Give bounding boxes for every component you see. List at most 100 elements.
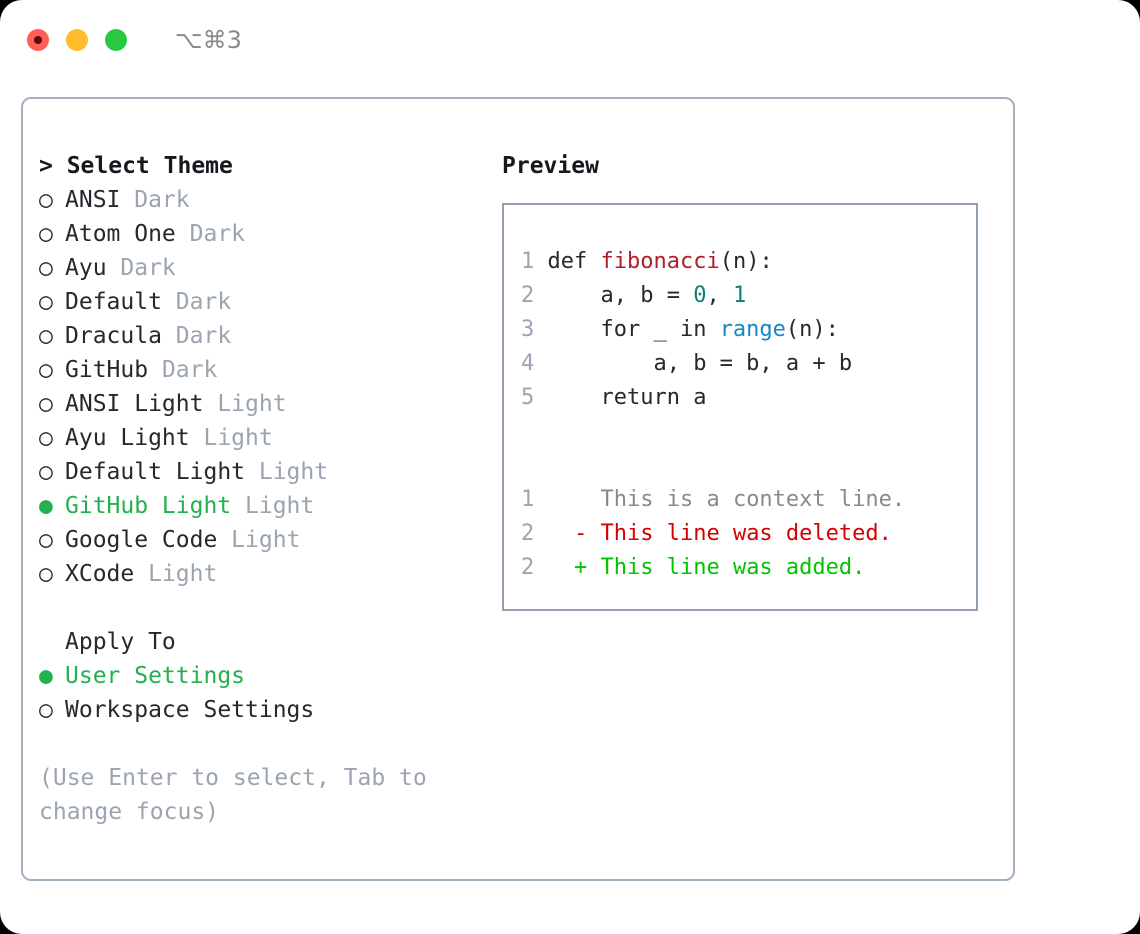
- minimize-button[interactable]: [66, 29, 88, 51]
- code-token-fn: fibonacci: [600, 249, 720, 274]
- code-line: 2 a, b = 0, 1: [521, 279, 905, 313]
- preview-title: Preview: [502, 153, 599, 179]
- code-gutter-space: [534, 351, 547, 376]
- radio-empty-icon: ○: [39, 425, 53, 451]
- diff-text: This is a context line.: [587, 487, 906, 512]
- theme-option-ansi-light[interactable]: ○ ANSI Light Light: [39, 387, 499, 421]
- code-token-plain: (n):: [785, 317, 839, 342]
- theme-option-xcode[interactable]: ○ XCode Light: [39, 557, 499, 591]
- code-token-num: 1: [732, 283, 747, 308]
- theme-option-label: Default: [65, 289, 162, 315]
- diff-text: This line was added.: [587, 555, 866, 580]
- line-number: 2: [521, 283, 535, 308]
- radio-empty-icon: ○: [39, 323, 53, 349]
- close-button[interactable]: [27, 29, 49, 51]
- radio-empty-icon: ○: [39, 561, 53, 587]
- radio-empty-icon: ○: [39, 391, 53, 417]
- diff-marker: [574, 487, 587, 512]
- code-token-plain: a, b = b, a + b: [547, 351, 853, 376]
- code-token-builtin: range: [719, 317, 786, 342]
- radio-empty-icon: ○: [39, 697, 53, 723]
- theme-option-google-code[interactable]: ○Google Code Light: [39, 523, 499, 557]
- theme-option-kind: Dark: [148, 357, 218, 383]
- theme-option-label: Ayu: [65, 255, 107, 281]
- theme-option-kind: Dark: [175, 221, 246, 247]
- theme-option-label: Dracula: [65, 323, 162, 349]
- radio-filled-icon: ●: [39, 663, 53, 689]
- radio-empty-icon: ○: [39, 459, 53, 485]
- diff-line-add: 2 + This line was added.: [521, 551, 905, 585]
- theme-option-label: GitHub Light: [65, 493, 232, 519]
- apply-to-list: ● User Settings ○ Workspace Settings: [39, 659, 499, 727]
- line-number: 2: [521, 555, 535, 580]
- theme-option-kind: Light: [134, 561, 218, 587]
- code-line: 5 return a: [521, 381, 905, 415]
- code-blank-line: [521, 449, 905, 483]
- code-token-plain: for _ in: [547, 317, 720, 342]
- theme-option-default[interactable]: ○Default Dark: [39, 285, 499, 319]
- theme-option-label: ANSI Light: [65, 391, 204, 417]
- diff-marker: +: [574, 555, 588, 580]
- line-number: 5: [521, 385, 535, 410]
- line-number: 1: [521, 487, 535, 512]
- theme-option-kind: Light: [217, 527, 301, 553]
- theme-option-label: XCode: [65, 561, 135, 587]
- radio-empty-icon: ○: [39, 255, 53, 281]
- code-gutter-space: [534, 317, 547, 342]
- code-token-plain: def: [547, 249, 601, 274]
- theme-picker-column: > Select Theme ○ANSI Dark○Atom One Dark○…: [39, 149, 499, 829]
- theme-option-label: Atom One: [65, 221, 176, 247]
- code-token-plain: a, b =: [547, 283, 694, 308]
- code-line: 4 a, b = b, a + b: [521, 347, 905, 381]
- apply-to-header: Apply To: [65, 629, 176, 655]
- apply-to-option-user-settings[interactable]: ● User Settings: [39, 659, 499, 693]
- theme-option-kind: Light: [189, 425, 273, 451]
- theme-option-github-light[interactable]: ●GitHub Light Light: [39, 489, 499, 523]
- code-token-num: 0: [693, 283, 707, 308]
- maximize-button[interactable]: [105, 29, 127, 51]
- theme-option-default-light[interactable]: ○Default Light Light: [39, 455, 499, 489]
- theme-list: ○ANSI Dark○Atom One Dark○Ayu Dark○Defaul…: [39, 183, 499, 591]
- theme-option-kind: Dark: [106, 255, 176, 281]
- theme-option-label: GitHub: [65, 357, 149, 383]
- diff-gutter-space: [534, 521, 574, 546]
- radio-empty-icon: ○: [39, 187, 53, 213]
- diff-gutter-space: [534, 487, 574, 512]
- radio-empty-icon: ○: [39, 221, 53, 247]
- theme-option-kind: Dark: [120, 187, 190, 213]
- line-number: 2: [521, 521, 535, 546]
- code-token-plain: return a: [547, 385, 707, 410]
- line-number: 1: [521, 249, 535, 274]
- apply-to-option-label: User Settings: [65, 663, 246, 689]
- line-number: 4: [521, 351, 535, 376]
- theme-option-ansi[interactable]: ○ ANSI Dark: [39, 183, 499, 217]
- theme-option-label: Google Code: [65, 527, 218, 553]
- theme-option-kind: Dark: [161, 323, 232, 349]
- radio-empty-icon: ○: [39, 289, 53, 315]
- window-controls: [27, 29, 127, 51]
- theme-option-kind: Light: [245, 459, 329, 485]
- diff-gutter-space: [534, 555, 574, 580]
- theme-option-dracula[interactable]: ○ Dracula Dark: [39, 319, 499, 353]
- code-blank-line: [521, 415, 905, 449]
- theme-option-atom-one[interactable]: ○ Atom One Dark: [39, 217, 499, 251]
- code-gutter-space: [534, 249, 547, 274]
- preview-column: Preview 1 def fibonacci(n):2 a, b = 0, 1…: [502, 149, 1002, 611]
- radio-filled-icon: ●: [39, 493, 53, 519]
- theme-option-ayu-light[interactable]: ○Ayu Light Light: [39, 421, 499, 455]
- theme-option-github[interactable]: ○ GitHub Dark: [39, 353, 499, 387]
- code-token-plain: (n):: [719, 249, 773, 274]
- code-token-plain: ,: [706, 283, 733, 308]
- diff-line-del: 2 - This line was deleted.: [521, 517, 905, 551]
- keyboard-shortcut-label: ⌥⌘3: [175, 26, 242, 54]
- radio-empty-icon: ○: [39, 357, 53, 383]
- theme-option-ayu[interactable]: ○ Ayu Dark: [39, 251, 499, 285]
- apply-to-option-workspace-settings[interactable]: ○ Workspace Settings: [39, 693, 499, 727]
- apply-to-option-label: Workspace Settings: [65, 697, 315, 723]
- theme-option-label: ANSI: [65, 187, 121, 213]
- theme-option-kind: Light: [203, 391, 287, 417]
- apply-to-section: Apply To ● User Settings ○ Workspace Settin…: [39, 625, 499, 727]
- code-line: 1 def fibonacci(n):: [521, 245, 905, 279]
